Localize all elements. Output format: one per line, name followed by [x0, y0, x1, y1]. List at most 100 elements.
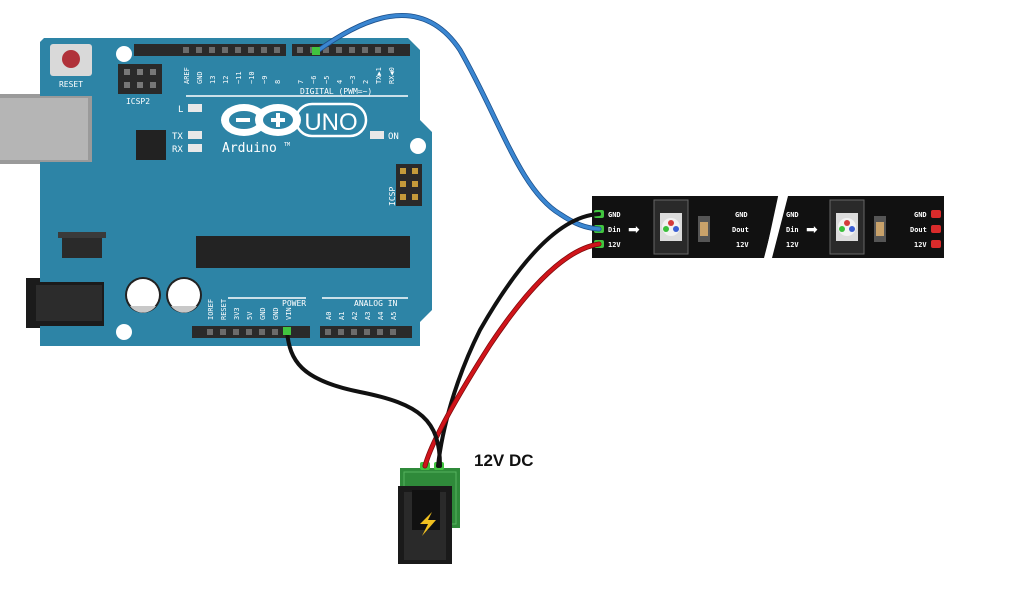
digital-pin-label: 7: [297, 80, 305, 84]
digital-pin-label: 13: [209, 76, 217, 84]
seg2-12v-label: 12V: [786, 241, 799, 249]
pin-label: VIN: [285, 307, 293, 320]
power-label: POWER: [282, 299, 306, 308]
gnd-connection: [283, 327, 291, 335]
analog-label: ANALOG IN: [354, 299, 398, 308]
digital-pin-label: ~11: [235, 71, 243, 84]
header-hole: [209, 47, 215, 53]
capacitor: [125, 277, 161, 313]
strip-in-12v-label: 12V: [608, 241, 621, 249]
out-12v-label: 12V: [914, 241, 927, 249]
capacitor: [166, 277, 202, 313]
out-dout-label: Dout: [910, 226, 927, 234]
header-hole: [362, 47, 368, 53]
digital-pin-label: ~5: [323, 76, 331, 84]
led-tx-label: TX: [172, 132, 183, 142]
header-hole: [388, 47, 394, 53]
digital-pin-label: ~10: [248, 71, 256, 84]
header-hole: [349, 47, 355, 53]
pin-label: A1: [338, 312, 346, 320]
voltage-regulator: [62, 236, 102, 258]
usb-chip: [136, 130, 166, 160]
rgb-led: [653, 199, 689, 255]
icsp2-label: ICSP2: [126, 97, 150, 106]
wires: [285, 13, 602, 469]
digital-pin-label: ~9: [261, 76, 269, 84]
strip-in-gnd-label: GND: [608, 211, 621, 219]
digital-pin-label: RX◀0: [388, 67, 396, 84]
digital-pin-label: 4: [336, 80, 344, 84]
seg2-din-label: Din: [786, 226, 799, 234]
seg2-gnd-label: GND: [786, 211, 799, 219]
header-hole: [235, 47, 241, 53]
atmega-chip: [196, 236, 410, 268]
pin-label: A0: [325, 312, 333, 320]
logo-uno: UNO: [304, 109, 357, 136]
pin-label: A2: [351, 312, 359, 320]
digital-pin-label: TX▶1: [375, 67, 383, 84]
mounting-hole: [116, 46, 132, 62]
board-body: [40, 38, 432, 346]
led-rx: [188, 144, 202, 152]
header-hole: [233, 329, 239, 335]
rgb-led: [829, 199, 865, 255]
led-tx: [188, 131, 202, 139]
header-hole: [272, 329, 278, 335]
header-hole: [375, 47, 381, 53]
strip-break-mark: [763, 189, 785, 265]
digital-pin-label: 2: [362, 80, 370, 84]
header-hole: [390, 329, 396, 335]
pin-label: RESET: [220, 298, 228, 320]
logo-brand: Arduino: [222, 141, 277, 156]
power-supply-label: 12V DC: [474, 451, 534, 470]
mounting-hole: [116, 324, 132, 340]
wire-gnd-black-strip: [436, 212, 601, 468]
led-on-label: ON: [388, 132, 399, 142]
led-l-label: L: [178, 105, 183, 115]
strip-out-pin-dout: [931, 225, 941, 233]
header-hole: [377, 329, 383, 335]
lightning-icon: [420, 512, 436, 536]
digital-pin-label: ~3: [349, 76, 357, 84]
pin-label: A3: [364, 312, 372, 320]
header-hole: [196, 47, 202, 53]
header-hole: [259, 329, 265, 335]
digital-pin-label: 8: [274, 80, 282, 84]
pin-label: GND: [259, 307, 267, 320]
icsp-label: ICSP: [388, 187, 397, 206]
wire-gnd-black-arduino: [285, 330, 442, 468]
led-rx-label: RX: [172, 145, 183, 155]
arduino-logo: UNO Arduino TM: [221, 102, 368, 156]
pin-label: 5V: [246, 311, 254, 320]
strip-out-pin-gnd: [931, 210, 941, 218]
mounting-hole: [410, 138, 426, 154]
led-l: [188, 104, 202, 112]
pin-label: 3V3: [233, 307, 241, 320]
seg1-gnd-label: GND: [735, 211, 748, 219]
header-hole: [183, 47, 189, 53]
header-hole: [297, 47, 303, 53]
icsp-header: [396, 164, 422, 206]
led-strip: GND Din 12V ➡ GND Dout 12V GND Din 12V ➡: [592, 189, 944, 265]
digital-pin-label: 12: [222, 76, 230, 84]
logo-tm: TM: [284, 142, 290, 148]
header-hole: [207, 329, 213, 335]
icsp2-header: [118, 64, 162, 94]
header-hole: [246, 329, 252, 335]
pin-label: IOREF: [207, 299, 215, 320]
digital-pin-label: GND: [196, 71, 204, 84]
digital-label: DIGITAL (PWM=~): [300, 87, 372, 96]
digital-pin-label: ~6: [310, 76, 318, 84]
out-gnd-label: GND: [914, 211, 927, 219]
header-hole: [261, 47, 267, 53]
led-on: [370, 131, 384, 139]
header-hole: [351, 329, 357, 335]
header-hole: [323, 47, 329, 53]
pin6-connection: [312, 47, 320, 55]
header-hole: [336, 47, 342, 53]
header-hole: [274, 47, 280, 53]
pin-label: GND: [272, 307, 280, 320]
header-hole: [222, 47, 228, 53]
